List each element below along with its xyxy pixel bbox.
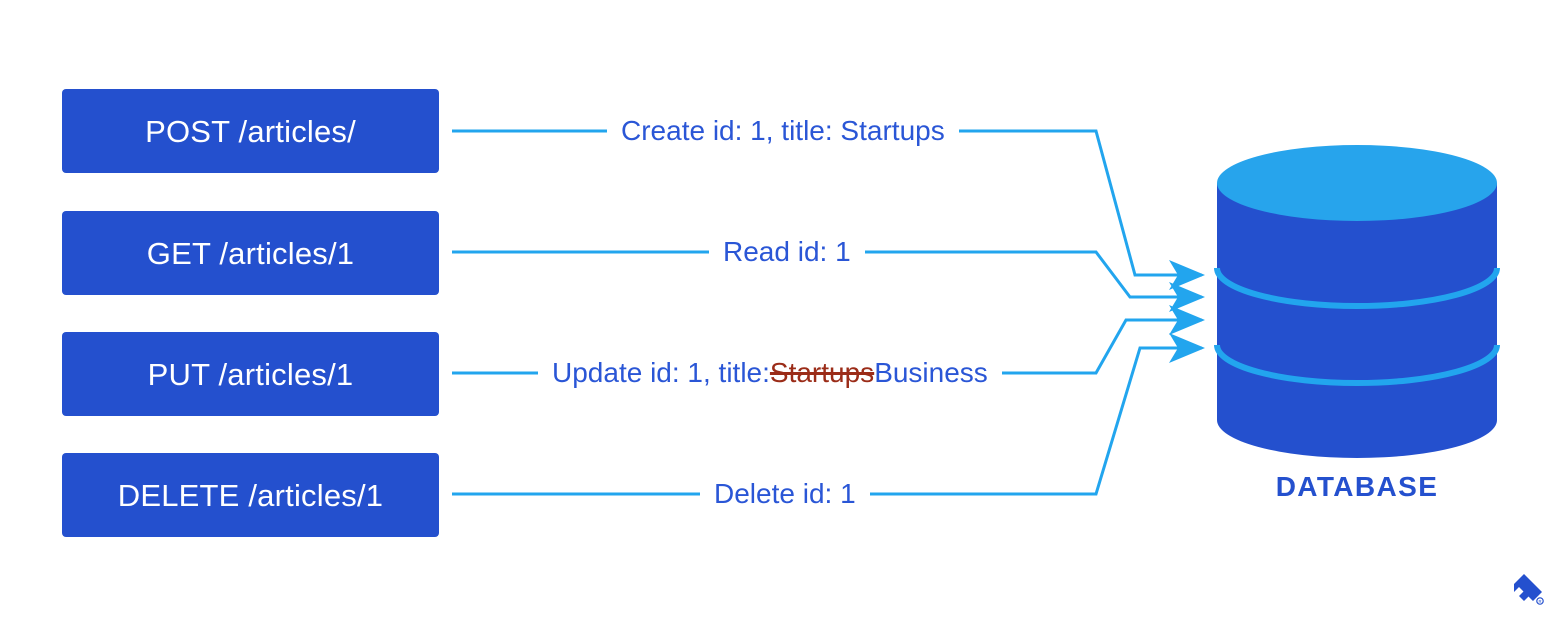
edge-label-delete-text: Delete id: 1	[714, 478, 856, 509]
toptal-logo-icon: R	[1514, 574, 1544, 605]
database-label: DATABASE	[1275, 471, 1439, 502]
endpoint-label-post: POST /articles/	[145, 113, 356, 149]
endpoint-box-put[interactable]: PUT /articles/1	[62, 332, 439, 416]
edge-label-update-prefix: Update id: 1, title:	[552, 357, 770, 388]
endpoint-box-post[interactable]: POST /articles/	[62, 89, 439, 173]
endpoint-box-get[interactable]: GET /articles/1	[62, 211, 439, 295]
endpoint-label-get: GET /articles/1	[146, 235, 355, 271]
edge-label-read-text: Read id: 1	[723, 236, 851, 267]
edge-label-update-struck-title: Startups	[769, 357, 875, 388]
endpoint-label-delete: DELETE /articles/1	[117, 477, 384, 513]
edge-label-read: Read id: 1	[709, 232, 865, 272]
edge-label-update-suffix: Business	[874, 357, 988, 388]
endpoint-box-delete[interactable]: DELETE /articles/1	[62, 453, 439, 537]
svg-text:R: R	[1538, 599, 1541, 604]
edge-label-delete: Delete id: 1	[700, 474, 870, 514]
database-cylinder-icon	[1214, 145, 1500, 458]
endpoint-label-put: PUT /articles/1	[147, 356, 354, 392]
edge-label-create-text: Create id: 1, title: Startups	[621, 115, 945, 146]
edge-label-update: Update id: 1, title: Startups Business	[538, 353, 1002, 393]
edge-label-create: Create id: 1, title: Startups	[607, 111, 959, 151]
